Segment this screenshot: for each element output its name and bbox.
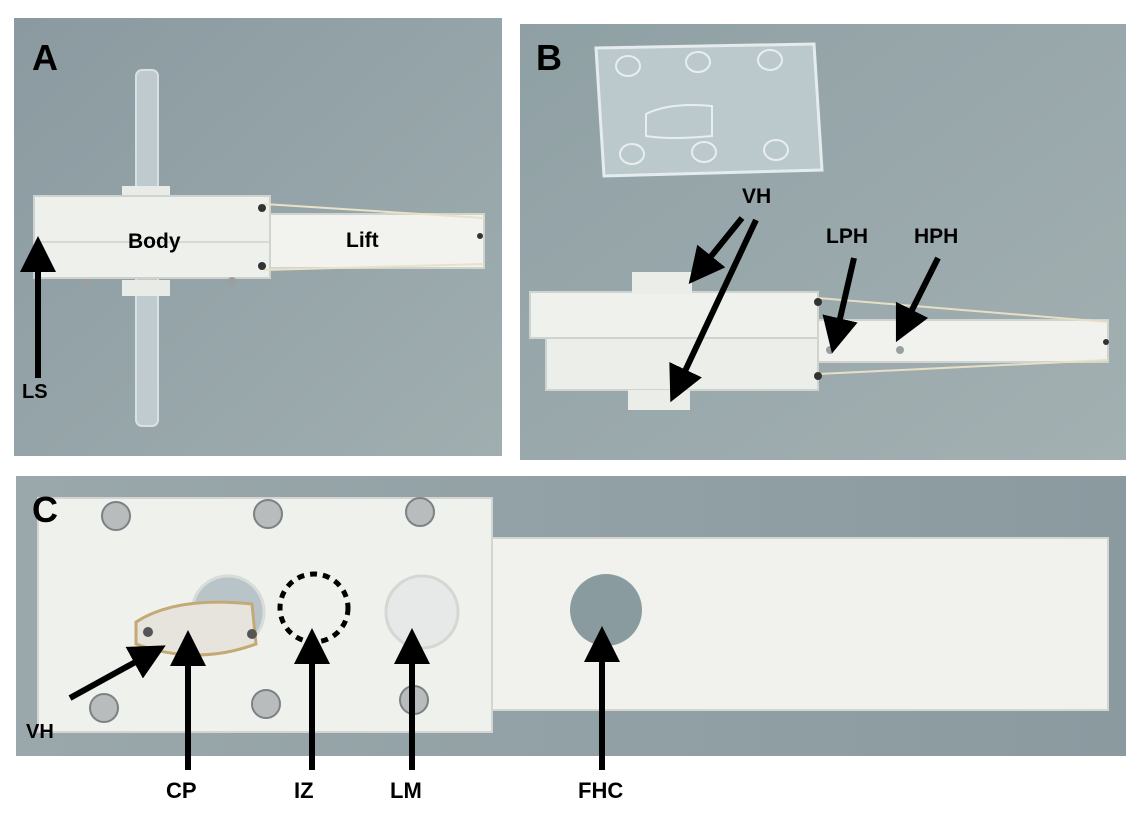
lph-label: LPH (826, 225, 868, 248)
ls-label: LS (22, 381, 48, 403)
panel-b: B VH LPH HPH (520, 24, 1126, 460)
panel-b-photo (520, 24, 1126, 460)
panel-a-letter: A (32, 37, 58, 78)
panel-a: A Body Lift LS (14, 18, 502, 456)
fhc-label: FHC (578, 778, 624, 803)
iz-label: IZ (294, 778, 314, 803)
hph-label: HPH (914, 225, 959, 248)
body-label: Body (128, 230, 181, 253)
lift-label: Lift (346, 229, 379, 252)
cp-label: CP (166, 778, 197, 803)
panel-b-letter: B (536, 37, 562, 78)
panel-a-photo (14, 18, 502, 456)
panel-c: C VH (16, 476, 1126, 756)
panel-c-letter: C (32, 489, 58, 530)
vh-label-b: VH (742, 185, 772, 208)
vh-label-c: VH (26, 721, 54, 743)
panel-c-photo (16, 476, 1126, 756)
lm-label: LM (390, 778, 422, 803)
